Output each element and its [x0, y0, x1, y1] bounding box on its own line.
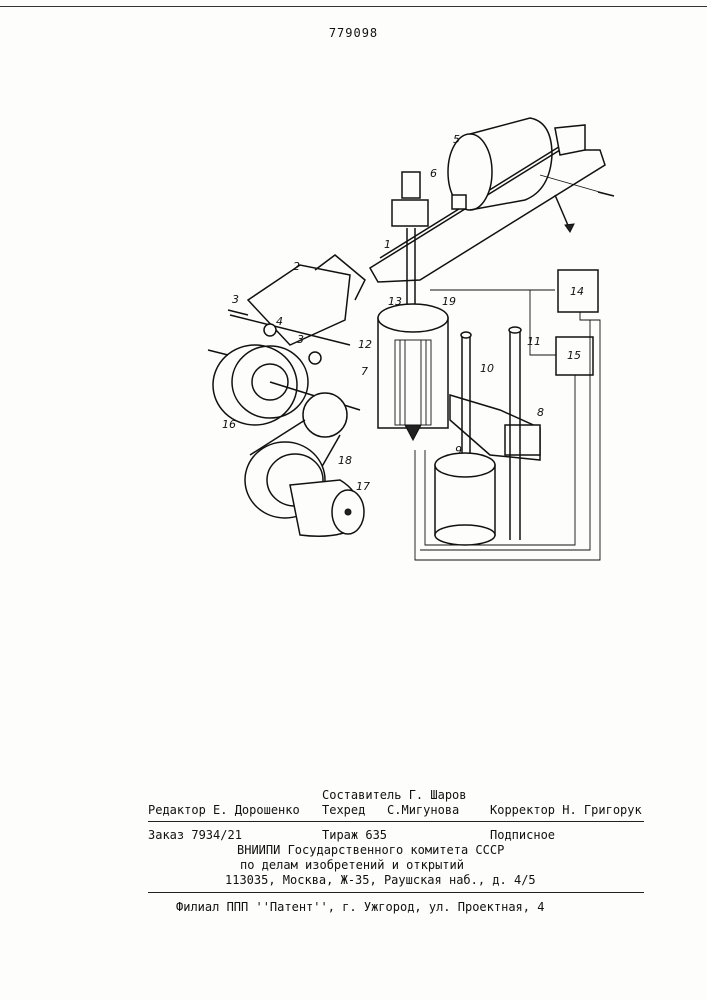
label-8: 8 [537, 406, 544, 419]
label-12: 12 [358, 338, 372, 351]
corrector: Корректор Н. Григорук [490, 803, 642, 817]
label-1: 1 [384, 238, 391, 251]
cylinder-9 [435, 453, 495, 545]
subscription: Подписное [490, 828, 555, 842]
compiler: Составитель Г. Шаров [322, 788, 467, 802]
label-13: 13 [388, 295, 402, 308]
committee: по делам изобретений и открытий [240, 858, 464, 872]
label-3b: 3 [297, 333, 304, 346]
label-18: 18 [338, 454, 352, 467]
label-14: 14 [570, 285, 584, 298]
divider-2 [148, 892, 644, 893]
label-19: 19 [442, 295, 456, 308]
housing-12 [378, 304, 448, 440]
label-15: 15 [567, 349, 581, 362]
institute: ВНИИПИ Государственного комитета СССР [237, 843, 504, 857]
label-9: 9 [455, 444, 462, 457]
label-4: 4 [276, 315, 283, 328]
order: Заказ 7934/21 [148, 828, 242, 842]
label-16: 16 [222, 418, 236, 431]
divider-1 [148, 821, 644, 822]
label-2: 2 [293, 260, 300, 273]
motor-17 [290, 480, 364, 536]
label-6: 6 [430, 167, 437, 180]
label-17: 17 [356, 480, 370, 493]
label-11: 11 [527, 335, 541, 348]
address: 113035, Москва, Ж-35, Раушская наб., д. … [225, 873, 536, 887]
editor: Редактор Е. Дорошенко [148, 803, 300, 817]
label-7: 7 [361, 365, 368, 378]
technical-drawing: 1 2 3 3 4 5 6 7 8 9 10 11 12 13 14 15 16… [0, 0, 707, 620]
carriage-8 [450, 395, 540, 460]
label-5: 5 [453, 133, 460, 146]
label-10: 10 [480, 362, 494, 375]
techred: Техред С.Мигунова [322, 803, 459, 817]
branch: Филиал ППП ''Патент'', г. Ужгород, ул. П… [176, 900, 544, 914]
label-3a: 3 [232, 293, 239, 306]
circulation: Тираж 635 [322, 828, 387, 842]
